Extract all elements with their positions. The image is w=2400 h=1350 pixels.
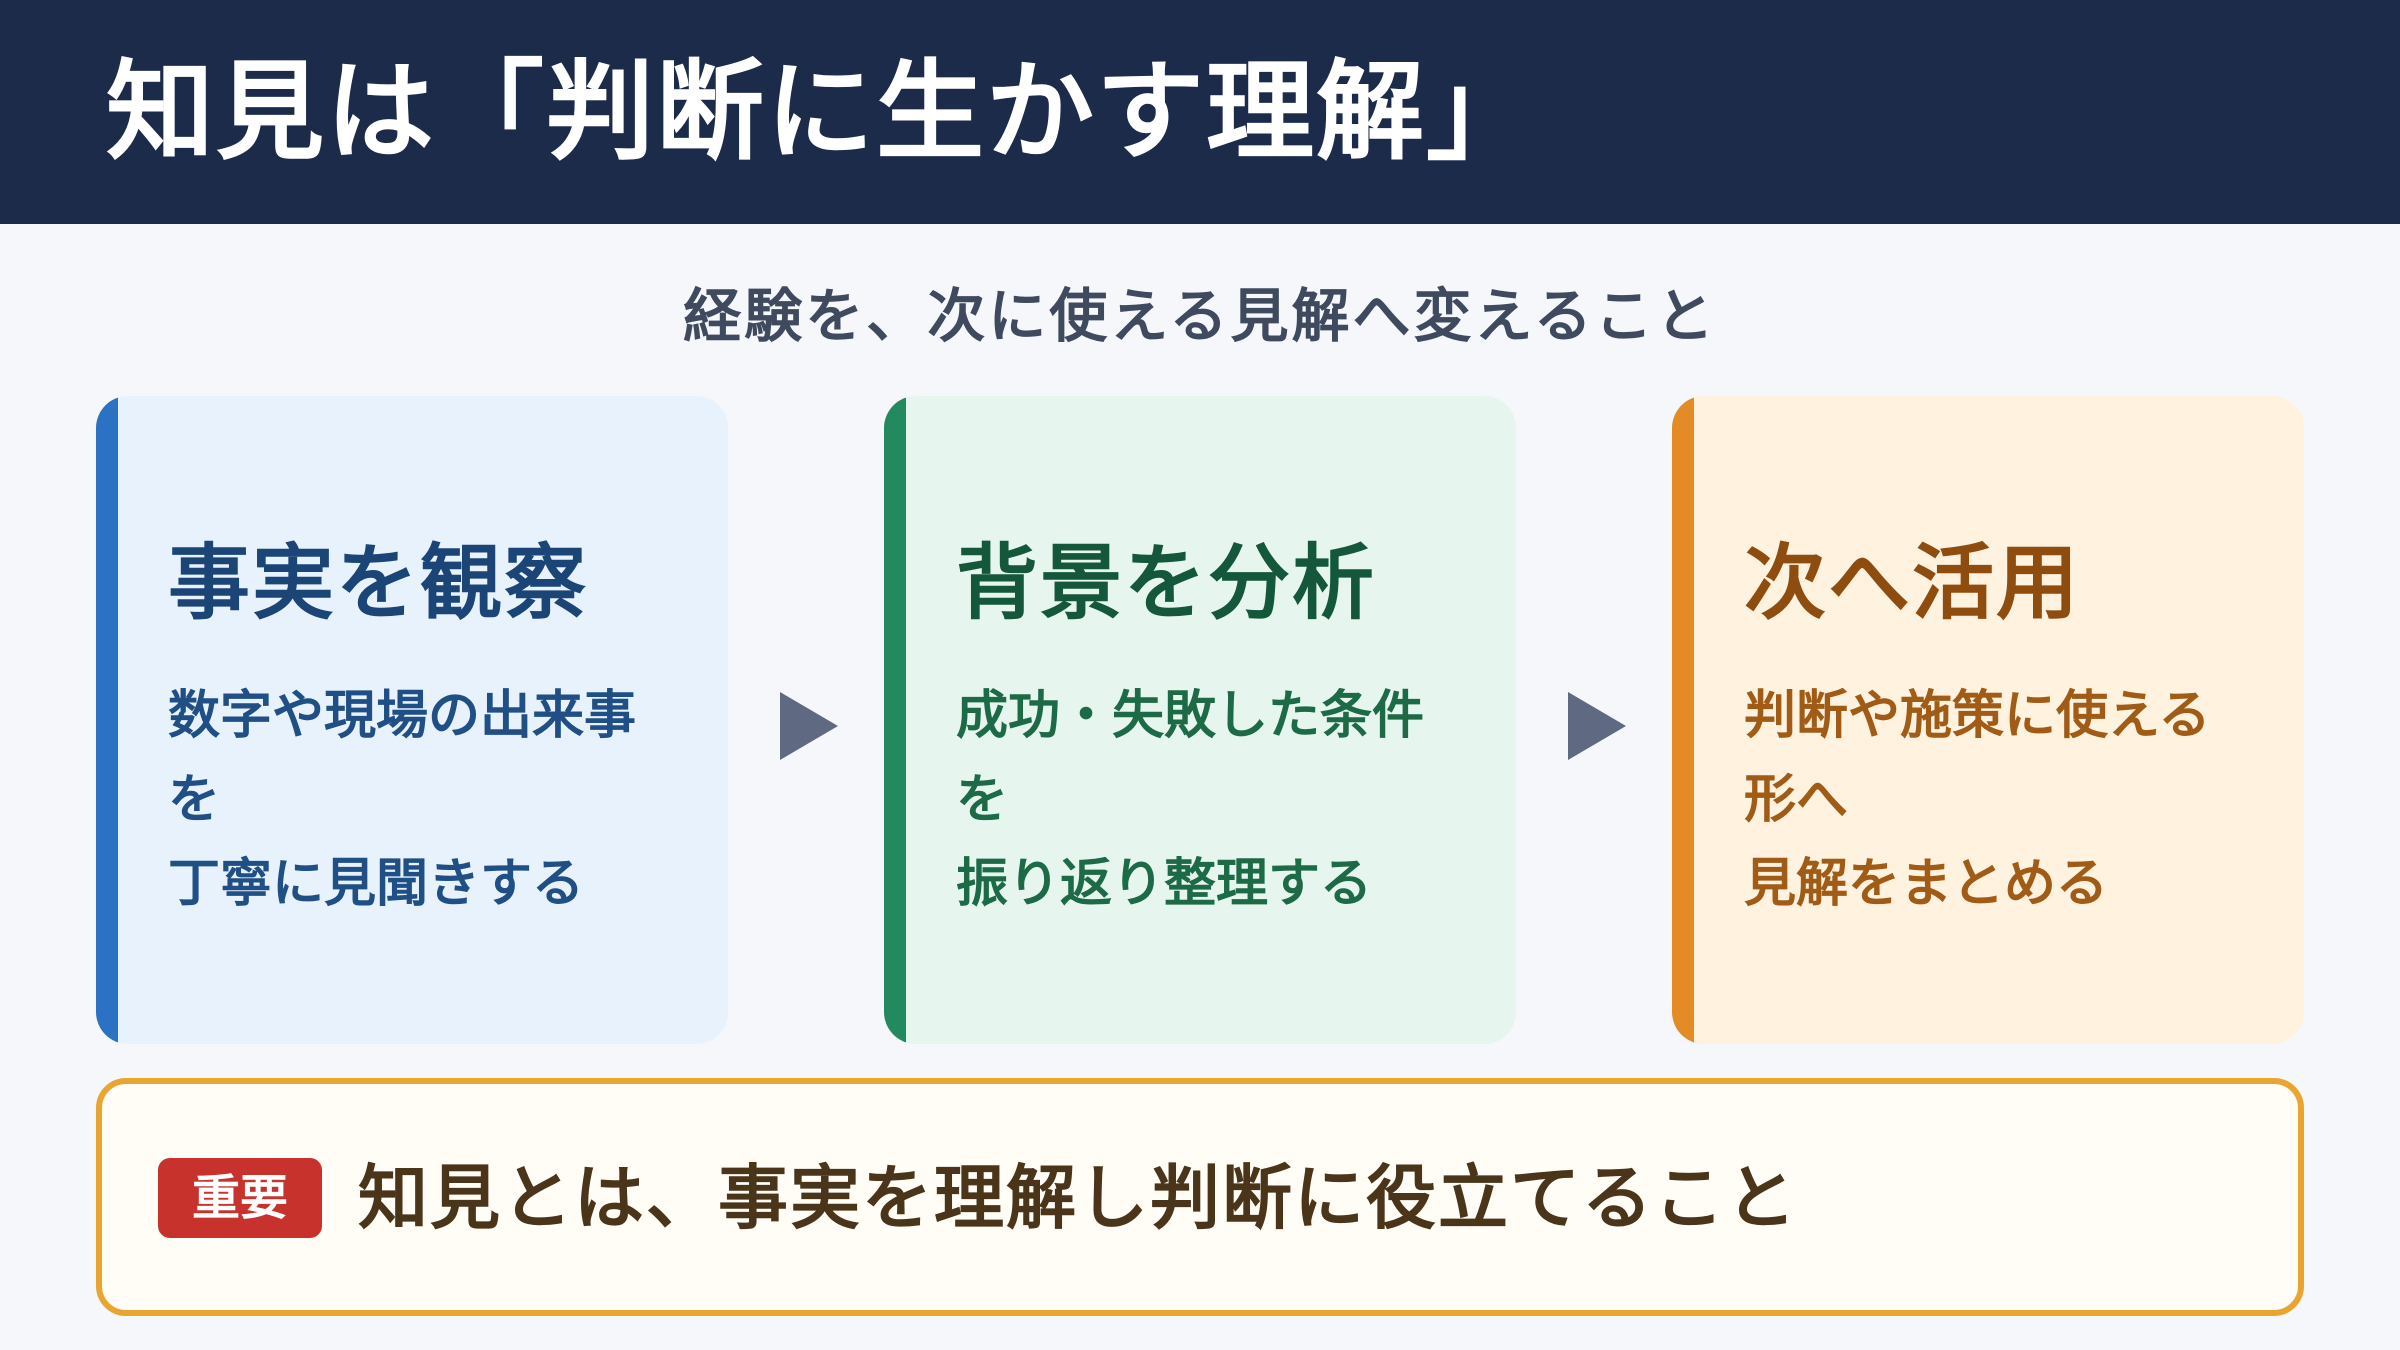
header-bar: 知見は「判断に生かす理解」	[0, 0, 2400, 224]
card-description-line: 形へ	[1744, 770, 1849, 830]
card-description-line: 見解をまとめる	[1744, 854, 2109, 914]
card-description-line: 数字や現場の出来事	[168, 686, 637, 746]
card-description-line: 振り返り整理する	[956, 854, 1373, 914]
card-description-line: 判断や施策に使える	[1744, 686, 2211, 746]
card-description-line: を	[168, 770, 221, 830]
card-description: 数字や現場の出来事 を 丁寧に見聞きする	[168, 674, 668, 926]
subtitle: 経験を、次に使える見解へ変えること	[683, 282, 1717, 350]
arrow-right-icon	[1568, 692, 1626, 760]
card-description: 判断や施策に使える 形へ 見解をまとめる	[1744, 674, 2244, 926]
key-point-box: 重要 知見とは、事実を理解し判断に役立てること	[96, 1078, 2304, 1316]
important-badge: 重要	[158, 1158, 322, 1238]
card-description: 成功・失敗した条件 を 振り返り整理する	[956, 674, 1456, 926]
card-title: 次へ活用	[1744, 536, 2081, 631]
arrow-right-icon	[780, 692, 838, 760]
card-accent-bar	[884, 396, 906, 1044]
card-description-line: 丁寧に見聞きする	[168, 854, 585, 914]
card-description-line: 成功・失敗した条件	[956, 686, 1425, 746]
page-title: 知見は「判断に生かす理解」	[106, 50, 1537, 175]
card-apply: 次へ活用 判断や施策に使える 形へ 見解をまとめる	[1672, 396, 2304, 1044]
card-title: 背景を分析	[956, 536, 1377, 631]
card-accent-bar	[1672, 396, 1694, 1044]
card-observe: 事実を観察 数字や現場の出来事 を 丁寧に見聞きする	[96, 396, 728, 1044]
card-description-line: を	[956, 770, 1009, 830]
card-analyze: 背景を分析 成功・失敗した条件 を 振り返り整理する	[884, 396, 1516, 1044]
card-accent-bar	[96, 396, 118, 1044]
key-point-text: 知見とは、事実を理解し判断に役立てること	[358, 1157, 1798, 1239]
card-title: 事実を観察	[168, 536, 589, 631]
